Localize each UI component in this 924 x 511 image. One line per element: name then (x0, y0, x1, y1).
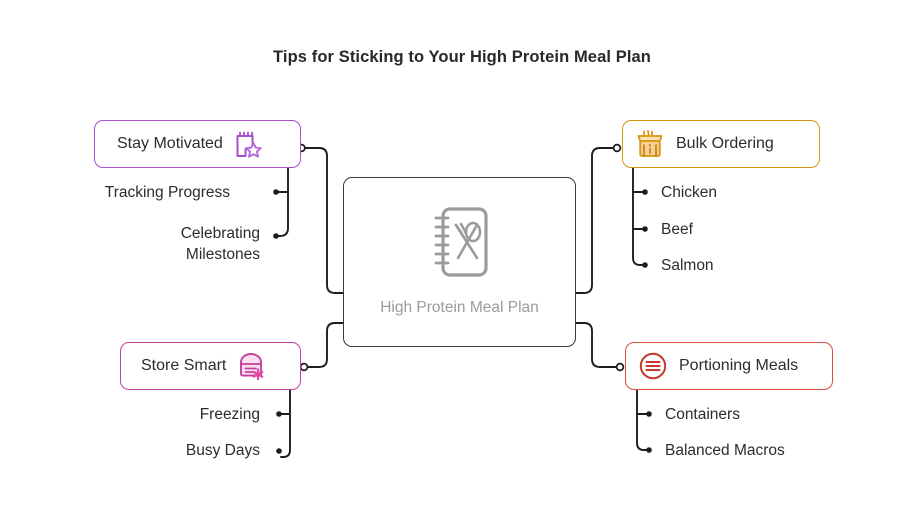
branch-label-stay-motivated: Stay Motivated (117, 135, 223, 152)
bullet-celebrating-milestones (273, 233, 279, 239)
connector-endpoint-store-smart (299, 362, 309, 372)
branch-node-bulk-ordering[interactable]: Bulk Ordering (622, 120, 820, 168)
sub-item-celebrating-milestones[interactable]: Celebrating Milestones (180, 225, 260, 263)
branch-label-store-smart: Store Smart (141, 357, 227, 374)
center-node[interactable]: High Protein Meal Plan (343, 177, 576, 347)
bullet-balanced-macros (646, 447, 652, 453)
bullet-busy-days (276, 448, 282, 454)
sub-item-containers[interactable]: Containers (665, 406, 740, 423)
branch-label-bulk-ordering: Bulk Ordering (676, 135, 774, 152)
sub-item-chicken[interactable]: Chicken (661, 184, 717, 201)
market-stall-icon (635, 129, 665, 159)
branch-node-store-smart[interactable]: Store Smart (120, 342, 301, 390)
menu-circle-icon (638, 351, 668, 381)
sub-item-beef[interactable]: Beef (661, 221, 693, 238)
bullet-chicken (642, 189, 648, 195)
notepad-star-icon (233, 129, 263, 159)
page-title: Tips for Sticking to Your High Protein M… (273, 48, 651, 66)
bullet-freezing (276, 411, 282, 417)
connector-center-to-portioning-meals (575, 322, 619, 368)
bullet-salmon (642, 262, 648, 268)
sub-item-balanced-macros[interactable]: Balanced Macros (665, 442, 785, 459)
sub-item-busy-days[interactable]: Busy Days (185, 442, 260, 459)
center-node-label: High Protein Meal Plan (380, 299, 539, 317)
sub-item-tracking-progress[interactable]: Tracking Progress (104, 184, 230, 201)
bullet-containers (646, 411, 652, 417)
connector-store-smart-children (280, 389, 291, 458)
connector-center-to-store-smart (305, 322, 344, 368)
connector-bulk-ordering-children (632, 167, 643, 266)
bullet-beef (642, 226, 648, 232)
connector-center-to-stay-motivated (302, 147, 344, 294)
connector-center-to-bulk-ordering (575, 147, 616, 294)
connector-endpoint-bulk-ordering (612, 143, 622, 153)
recipe-book-icon (431, 206, 489, 283)
sub-item-salmon[interactable]: Salmon (661, 257, 714, 274)
sub-item-freezing[interactable]: Freezing (199, 406, 260, 423)
storage-container-snowflake-icon (236, 351, 266, 381)
bullet-tracking-progress (273, 189, 279, 195)
connector-endpoint-portioning-meals (615, 362, 625, 372)
branch-label-portioning-meals: Portioning Meals (679, 357, 799, 374)
branch-node-stay-motivated[interactable]: Stay Motivated (94, 120, 301, 168)
connector-portioning-meals-children (636, 389, 647, 451)
connector-stay-motivated-children (277, 167, 289, 237)
branch-node-portioning-meals[interactable]: Portioning Meals (625, 342, 833, 390)
